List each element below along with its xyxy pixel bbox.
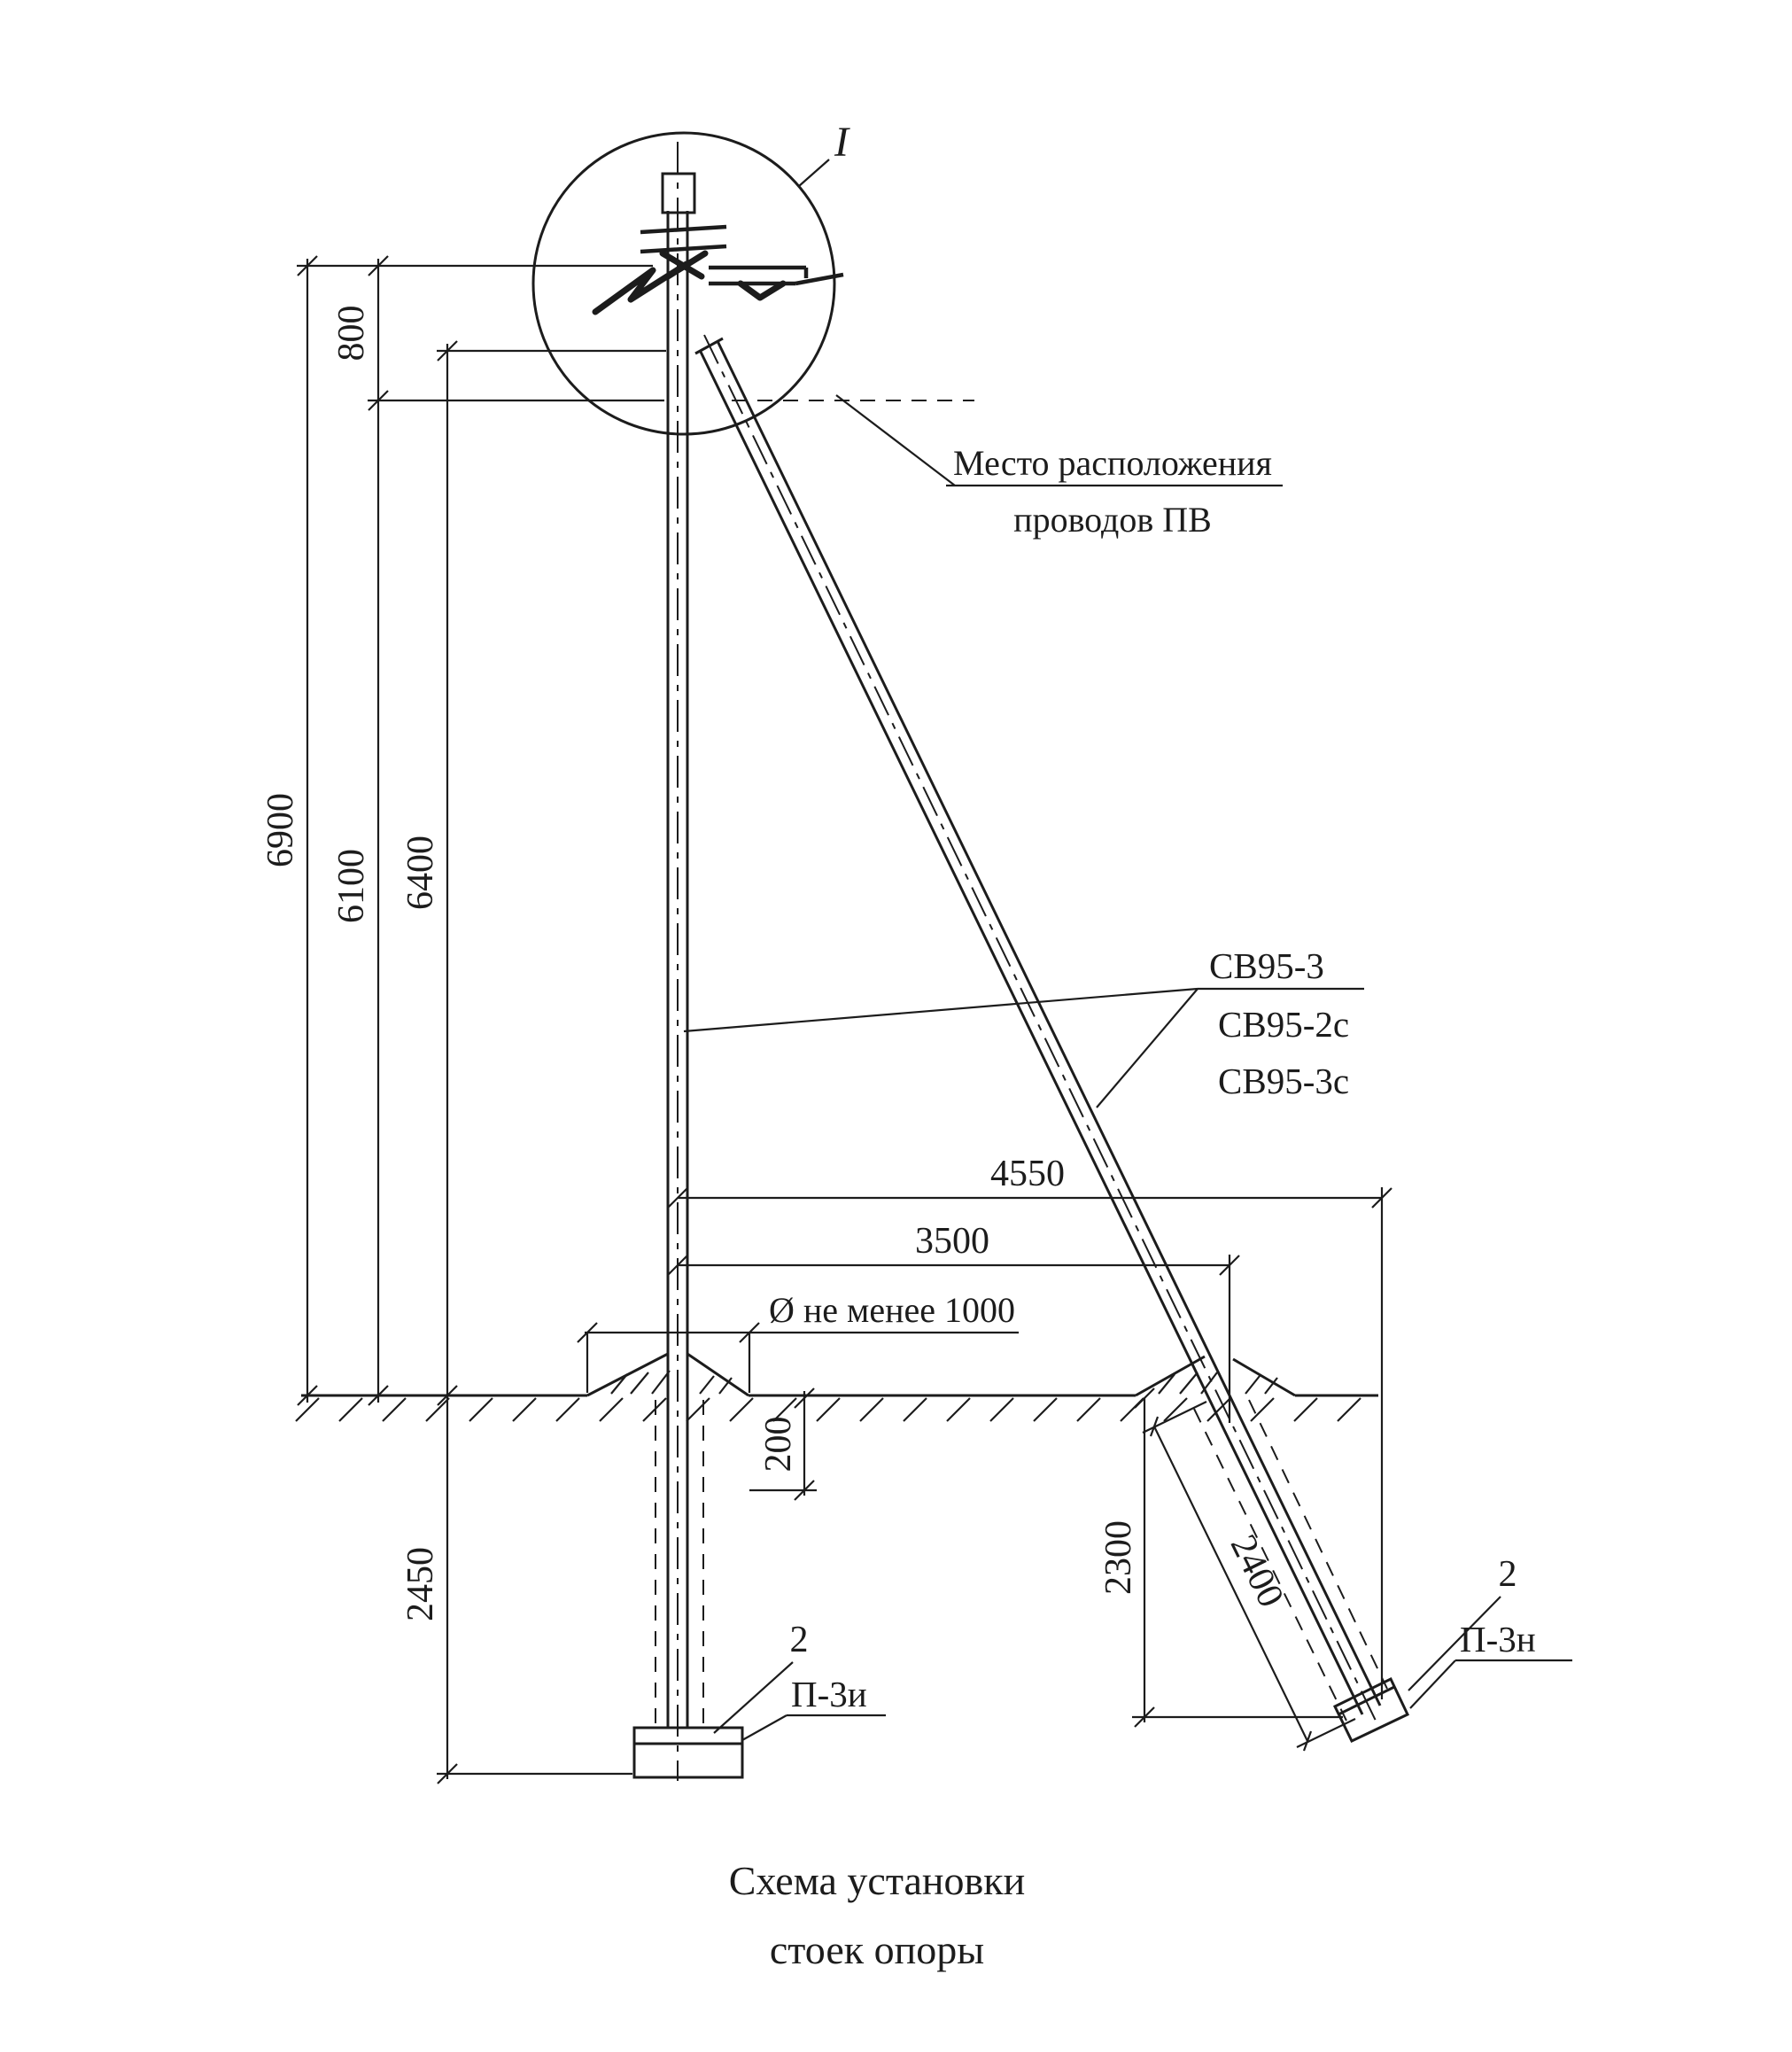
anchor-plate-main — [632, 1726, 744, 1779]
anchor-plate-strut — [1332, 1676, 1409, 1743]
ground-hatch — [295, 1397, 1361, 1422]
strut-plate-ref: 2 — [1499, 1554, 1517, 1595]
wire-tie-left — [592, 260, 690, 315]
pole-type-1: СВ95-3 — [1209, 945, 1324, 986]
dim-2300-label: 2300 — [1098, 1520, 1139, 1595]
main-plate-ref: 2 — [790, 1620, 809, 1660]
dim-200: 200 — [758, 1387, 815, 1501]
detail-circle — [531, 131, 836, 436]
crossarm-hardware — [592, 224, 844, 315]
wire-right — [795, 272, 844, 286]
backfill-mound-strut — [1135, 1355, 1296, 1397]
strut-plate-note: 2 П-3н — [1408, 1554, 1572, 1709]
caption-line2: стоек опоры — [770, 1927, 984, 1972]
strut-pit-wall-left — [1193, 1408, 1347, 1722]
dim-2400: 2400 — [1149, 1416, 1313, 1752]
dim-2300: 2300 — [1098, 1387, 1155, 1728]
strut-pole — [694, 334, 1409, 1743]
wire-hook — [737, 280, 787, 301]
backfill-mound-main — [586, 1352, 749, 1397]
dim-3500: 3500 — [667, 1221, 1240, 1276]
detail-marker-label: I — [834, 119, 850, 166]
dim-6900-label: 6900 — [260, 793, 301, 867]
pit-diameter-label: Ø не менее 1000 — [769, 1290, 1015, 1330]
dim-800-label: 800 — [331, 306, 372, 361]
wires-location-note: Место расположения проводов ПВ — [835, 394, 1283, 540]
main-pole — [632, 142, 744, 1781]
wires-location-line2: проводов ПВ — [1013, 500, 1212, 540]
dim-2450-label: 2450 — [400, 1547, 441, 1621]
main-plate-label: П-3и — [791, 1674, 867, 1714]
pole-type-2: СВ95-2с — [1218, 1004, 1349, 1045]
dim-4550: 4550 — [667, 1154, 1392, 1209]
dim-2400-label: 2400 — [1222, 1528, 1292, 1613]
caption: Схема установки стоек опоры — [729, 1858, 1025, 1972]
main-plate-note: 2 П-3и — [713, 1620, 886, 1741]
pole-type-3: СВ95-3с — [1218, 1061, 1349, 1101]
dim-6400-label: 6400 — [400, 836, 441, 910]
caption-line1: Схема установки — [729, 1858, 1025, 1903]
dim-800-6100: 800 6100 — [331, 255, 389, 1406]
dim-4550-label: 4550 — [990, 1154, 1065, 1194]
dim-6400-2450: 6400 2450 — [400, 340, 458, 1784]
strut-pit-wall-right — [1248, 1399, 1388, 1690]
dim-pit-diameter: Ø не менее 1000 — [577, 1290, 1019, 1393]
strut-plate-label: П-3н — [1460, 1619, 1536, 1659]
detail-leader — [798, 159, 830, 187]
pole-type-note: СВ95-3 СВ95-2с СВ95-3с — [683, 945, 1364, 1108]
dim-6100-label: 6100 — [331, 849, 372, 923]
ground-line — [295, 1394, 1378, 1422]
strut-top-cap — [694, 337, 724, 355]
dim-6900: 6900 — [260, 255, 318, 1406]
dim-3500-label: 3500 — [915, 1221, 989, 1262]
pole-top-cap — [661, 172, 696, 214]
dim-200-label: 200 — [758, 1417, 799, 1473]
wires-location-line1: Место расположения — [953, 443, 1272, 483]
